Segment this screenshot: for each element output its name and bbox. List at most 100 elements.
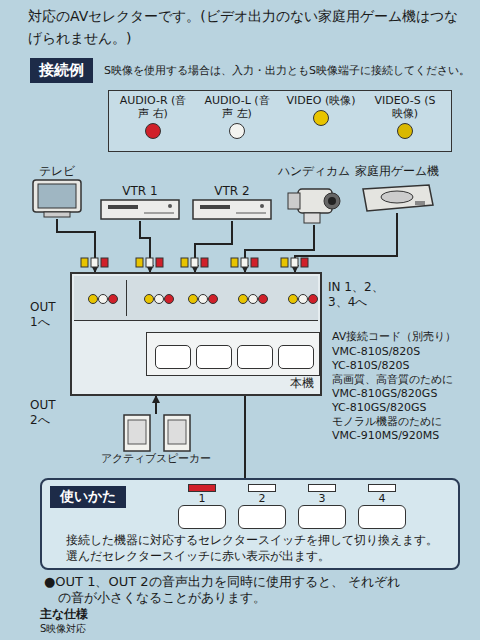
legend-swatch <box>145 123 161 139</box>
legend-swatch <box>313 110 329 126</box>
unit-label: 本機 <box>290 376 314 391</box>
legend-text: AUDIO-L (音声 左) <box>200 94 274 120</box>
text-label: OUT 2へ <box>30 398 64 428</box>
text-label: YC-810S/820S <box>332 359 409 373</box>
button-number: 4 <box>356 492 408 505</box>
device: テレビ <box>28 164 86 219</box>
indicator <box>368 484 396 492</box>
selector-button: 4 <box>356 484 408 529</box>
selector-button: 2 <box>236 484 288 529</box>
text-label: 高画質、高音質のために <box>332 373 453 387</box>
plug <box>201 258 208 267</box>
panel-instruction: 接続した機器に対応するセレクタースイッチを押して切り換えます。 選んだセレクター… <box>66 532 451 564</box>
button-shape <box>358 505 406 529</box>
jack <box>154 294 164 304</box>
device: VTR 1 <box>98 184 182 221</box>
legend-swatch <box>397 123 413 139</box>
button-number: 2 <box>236 492 288 505</box>
text-label: ●OUT 1、OUT 2の音声出力を同時に使用すると、 それぞれの音が小さくなる… <box>44 574 402 606</box>
legend-swatch <box>229 123 245 139</box>
legend-box: AUDIO-R (音声 右) AUDIO-L (音声 左) VIDEO (映像) VI… <box>108 90 452 152</box>
device-label: ハンディカム <box>274 164 354 179</box>
device: VTR 2 <box>190 184 274 221</box>
button-shape <box>298 505 346 529</box>
device: ハンディカム <box>274 164 354 225</box>
plug <box>251 258 258 267</box>
jack <box>258 294 268 304</box>
device-figure <box>350 179 444 213</box>
device-label: テレビ <box>28 164 86 179</box>
connector <box>57 219 95 272</box>
device-label: VTR 2 <box>190 184 274 199</box>
panel-heading: 使いかた <box>50 486 126 508</box>
legend-text: VIDEO (映像) <box>284 94 358 107</box>
device-label: 家庭用ゲーム機 <box>350 164 444 179</box>
jack <box>88 294 98 304</box>
selector-button: 1 <box>176 484 228 529</box>
plug <box>91 258 98 267</box>
unit-button <box>237 345 273 369</box>
jack <box>288 294 298 304</box>
indicator <box>248 484 276 492</box>
device-figure <box>274 179 354 225</box>
jack <box>248 294 258 304</box>
vtr-figure <box>100 199 180 221</box>
jack <box>208 294 218 304</box>
device: 家庭用ゲーム機 <box>350 164 444 213</box>
text-label: 対応のAVセレクターです。(ビデオ出力のない家庭用ゲーム機はつな <box>28 8 458 26</box>
jack <box>238 294 248 304</box>
device: アクティブスピーカー <box>96 414 216 466</box>
text-label: VMC-810S/820S <box>332 345 420 359</box>
text-label: げられません。) <box>28 30 131 48</box>
plug <box>291 258 298 267</box>
speaker-figure <box>106 414 206 452</box>
plug <box>231 258 238 267</box>
jack <box>144 294 154 304</box>
indicator-lit <box>188 484 216 492</box>
device-figure <box>190 199 274 221</box>
device-label: VTR 1 <box>98 184 182 199</box>
jack <box>308 294 318 304</box>
device-label: アクティブスピーカー <box>96 452 216 466</box>
unit-button <box>196 345 232 369</box>
legend-text: AUDIO-R (音声 右) <box>116 94 190 120</box>
text-label: S映像を使用する場合は、入力・出力ともS映像端子に接続してください。 <box>104 64 470 78</box>
tag-text: 接続例 <box>39 61 84 80</box>
jack <box>164 294 174 304</box>
legend-entry: VIDEO-S (S 映像) <box>365 94 445 139</box>
terminal-strip <box>74 276 318 321</box>
device-figure <box>28 179 86 219</box>
section-tag: 接続例 <box>30 58 93 83</box>
plug <box>81 258 88 267</box>
jack <box>108 294 118 304</box>
camcorder-figure <box>286 179 342 225</box>
jack <box>298 294 308 304</box>
connector <box>155 396 157 414</box>
text-label: AV接続コード（別売り） <box>332 330 456 344</box>
plug <box>301 258 308 267</box>
legend-text: VIDEO-S (S 映像) <box>368 94 442 120</box>
unit-button <box>155 345 191 369</box>
plug <box>136 258 143 267</box>
text-label: IN 1、2、 3、4へ <box>328 280 398 310</box>
jack <box>188 294 198 304</box>
unit-button <box>278 345 314 369</box>
plug <box>146 258 153 267</box>
device-figure <box>98 199 182 221</box>
plug <box>181 258 188 267</box>
plug <box>241 258 248 267</box>
text-label: VMC-810GS/820GS <box>332 387 437 401</box>
plug <box>191 258 198 267</box>
connector <box>244 396 246 478</box>
jack <box>98 294 108 304</box>
plug <box>101 258 108 267</box>
text-label: S映像対応 <box>40 623 86 636</box>
connector <box>245 225 314 272</box>
legend-entry: VIDEO (映像) <box>281 94 361 126</box>
legend-entry: AUDIO-R (音声 右) <box>113 94 193 139</box>
plug <box>156 258 163 267</box>
connector <box>195 221 232 272</box>
button-number: 3 <box>296 492 348 505</box>
plug <box>281 258 288 267</box>
